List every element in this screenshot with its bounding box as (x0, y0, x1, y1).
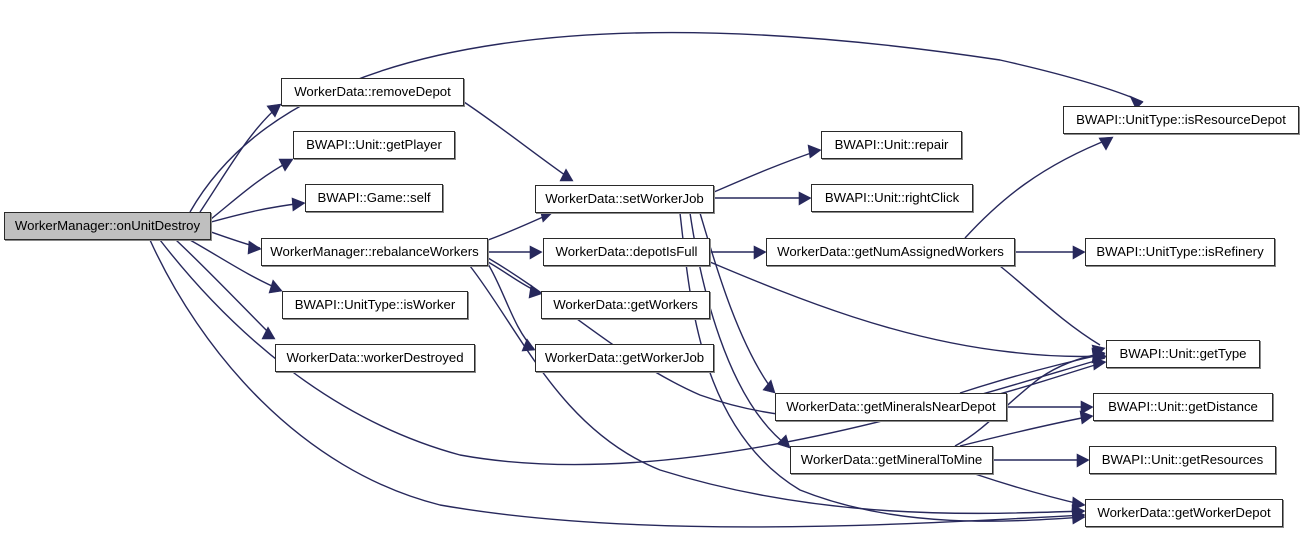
graph-node-getNumAssignedWorkers[interactable]: WorkerData::getNumAssignedWorkers (766, 238, 1015, 266)
edge-getMineralToMine-to-getWorkerDepot (974, 473, 1085, 506)
arrowhead-icon (1076, 453, 1090, 468)
graph-node-label: WorkerData::getWorkerJob (544, 350, 705, 366)
graph-node-label: BWAPI::UnitType::isResourceDepot (1076, 112, 1286, 128)
graph-node-getMineralsNearDepot[interactable]: WorkerData::getMineralsNearDepot (775, 393, 1007, 421)
graph-node-label: BWAPI::Unit::getType (1119, 346, 1247, 362)
graph-node-label: BWAPI::Unit::repair (834, 137, 949, 153)
arrowhead-icon (521, 338, 536, 352)
graph-node-label: WorkerData::getMineralsNearDepot (786, 399, 996, 415)
edge-rebalanceWorkers-to-getWorkerDepot (469, 265, 1085, 515)
graph-node-depotIsFull[interactable]: WorkerData::depotIsFull (543, 238, 710, 266)
arrowhead-icon (1129, 95, 1144, 110)
graph-node-label: BWAPI::Unit::getResources (1101, 452, 1264, 468)
graph-node-getResources[interactable]: BWAPI::Unit::getResources (1089, 446, 1276, 474)
arrowhead-icon (1091, 347, 1106, 362)
edge-onUnitDestroy-to-isWorker (189, 239, 282, 291)
edge-onUnitDestroy-to-getWorkerDepot (149, 239, 1085, 528)
graph-node-label: WorkerManager::rebalanceWorkers (270, 244, 479, 260)
arrowhead-icon (1079, 410, 1094, 425)
edge-removeDepot-to-setWorkerJob (463, 101, 573, 181)
arrowhead-icon (528, 284, 542, 299)
graph-node-getWorkerDepot[interactable]: WorkerData::getWorkerDepot (1085, 499, 1283, 527)
graph-node-label: WorkerData::depotIsFull (555, 244, 698, 260)
graph-node-getWorkers[interactable]: WorkerData::getWorkers (541, 291, 710, 319)
graph-node-getWorkerJob[interactable]: WorkerData::getWorkerJob (535, 344, 714, 372)
edges-layer (149, 31, 1144, 528)
edge-depotIsFull-to-getType (709, 261, 1106, 358)
graph-node-onUnitDestroy[interactable]: WorkerManager::onUnitDestroy (4, 212, 211, 240)
edge-onUnitDestroy-to-gameSelf (210, 202, 305, 223)
graph-node-getDistance[interactable]: BWAPI::Unit::getDistance (1093, 393, 1273, 421)
graph-node-label: WorkerData::getNumAssignedWorkers (777, 244, 1004, 260)
edge-onUnitDestroy-to-workerDestroyed (175, 239, 275, 339)
arrowhead-icon (268, 279, 283, 294)
graph-node-rebalanceWorkers[interactable]: WorkerManager::rebalanceWorkers (261, 238, 488, 266)
edge-getMineralsNearDepot-to-getType (959, 353, 1105, 394)
edge-getMineralToMine-to-getDistance (959, 415, 1093, 447)
graph-node-isWorker[interactable]: BWAPI::UnitType::isWorker (282, 291, 468, 319)
arrowhead-icon (753, 245, 767, 260)
arrowhead-icon (529, 245, 543, 260)
graph-node-label: BWAPI::Unit::getPlayer (306, 137, 442, 153)
edge-getNumAssignedWorkers-to-isResourceDepot (964, 137, 1113, 239)
graph-node-repair[interactable]: BWAPI::Unit::repair (821, 131, 962, 159)
graph-node-getPlayer[interactable]: BWAPI::Unit::getPlayer (293, 131, 455, 159)
graph-node-label: WorkerData::getWorkers (553, 297, 698, 313)
arrowhead-icon (247, 240, 262, 255)
graph-node-getType[interactable]: BWAPI::Unit::getType (1106, 340, 1260, 368)
graph-node-workerDestroyed[interactable]: WorkerData::workerDestroyed (275, 344, 475, 372)
arrowhead-icon (776, 434, 791, 449)
edge-onUnitDestroy-to-isResourceDepot (189, 31, 1144, 213)
graph-node-label: WorkerManager::onUnitDestroy (14, 218, 201, 234)
edge-setWorkerJob-to-repair (713, 149, 821, 193)
edge-onUnitDestroy-to-getPlayer (210, 159, 293, 220)
arrowhead-icon (1071, 510, 1086, 525)
graph-node-label: BWAPI::Unit::rightClick (824, 190, 960, 206)
graph-node-gameSelf[interactable]: BWAPI::Game::self (305, 184, 443, 212)
arrowheads-layer (247, 95, 1144, 525)
arrowhead-icon (266, 103, 282, 118)
edge-getMineralToMine-to-getType (954, 352, 1105, 447)
graph-node-label: BWAPI::UnitType::isWorker (294, 297, 456, 313)
arrowhead-icon (559, 168, 574, 182)
graph-node-label: BWAPI::Unit::getDistance (1108, 399, 1258, 415)
arrowhead-icon (762, 379, 776, 394)
edge-getNumAssignedWorkers-to-getType (999, 265, 1101, 346)
graph-node-rightClick[interactable]: BWAPI::Unit::rightClick (811, 184, 973, 212)
arrowhead-icon (1080, 400, 1094, 415)
graph-node-label: WorkerData::getMineralToMine (800, 452, 983, 468)
graph-node-label: WorkerData::getWorkerDepot (1097, 505, 1271, 521)
arrowhead-icon (807, 144, 822, 159)
edge-onUnitDestroy-to-removeDepot (199, 104, 281, 213)
graph-node-removeDepot[interactable]: WorkerData::removeDepot (281, 78, 464, 106)
arrowhead-icon (1098, 136, 1114, 151)
graph-node-isRefinery[interactable]: BWAPI::UnitType::isRefinery (1085, 238, 1275, 266)
graph-node-setWorkerJob[interactable]: WorkerData::setWorkerJob (535, 185, 714, 213)
arrowhead-icon (1071, 496, 1086, 511)
graph-node-label: WorkerData::removeDepot (294, 84, 451, 100)
arrowhead-icon (261, 326, 276, 340)
graph-node-isResourceDepot[interactable]: BWAPI::UnitType::isResourceDepot (1063, 106, 1299, 134)
arrowhead-icon (291, 197, 306, 212)
arrowhead-icon (798, 191, 812, 206)
graph-node-label: BWAPI::UnitType::isRefinery (1096, 244, 1264, 260)
arrowhead-icon (1072, 245, 1086, 260)
edge-setWorkerJob-to-getMineralsNearDepot (699, 212, 775, 393)
graph-node-label: WorkerData::workerDestroyed (286, 350, 464, 366)
graph-node-label: WorkerData::setWorkerJob (545, 191, 704, 207)
arrowhead-icon (278, 158, 294, 172)
graph-node-label: BWAPI::Game::self (317, 190, 431, 206)
graph-node-getMineralToMine[interactable]: WorkerData::getMineralToMine (790, 446, 993, 474)
